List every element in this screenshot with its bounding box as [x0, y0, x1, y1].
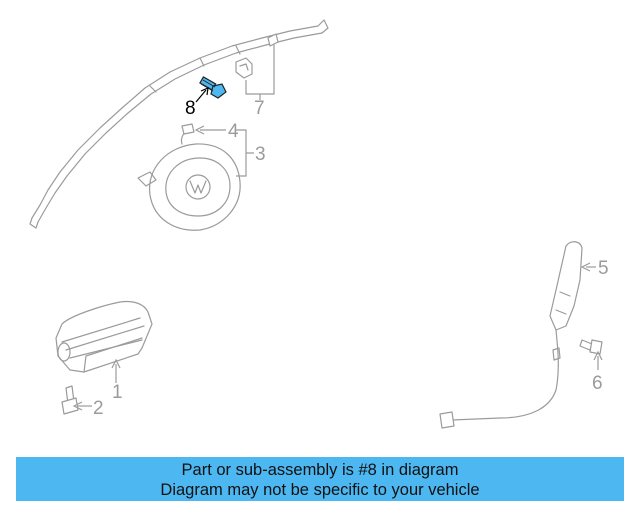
- banner-line-1: Part or sub-assembly is #8 in diagram: [181, 461, 459, 479]
- callout-7: 7: [254, 98, 265, 119]
- bolt-part-2: [61, 385, 79, 415]
- bolt-part-6: [579, 339, 603, 355]
- callout-3: 3: [255, 144, 266, 165]
- leader-lines: [72, 44, 603, 411]
- bolt-part-8: [199, 76, 227, 99]
- parts-diagram: 1 2 3 4 5 6 7 8: [29, 19, 609, 429]
- callout-6: 6: [592, 373, 603, 394]
- callout-8: 8: [185, 98, 196, 119]
- callout-1: 1: [112, 382, 123, 403]
- callout-2: 2: [93, 398, 104, 419]
- callout-5: 5: [598, 258, 609, 279]
- banner-line-2: Diagram may not be specific to your vehi…: [160, 481, 480, 499]
- curtain-airbag: [29, 19, 329, 229]
- callout-4: 4: [228, 121, 239, 142]
- passenger-airbag: [55, 300, 153, 373]
- clip-bracket: [235, 57, 253, 79]
- driver-airbag: [137, 123, 241, 231]
- info-banner: Part or sub-assembly is #8 in diagram Di…: [16, 457, 624, 501]
- side-airbag: [439, 241, 583, 429]
